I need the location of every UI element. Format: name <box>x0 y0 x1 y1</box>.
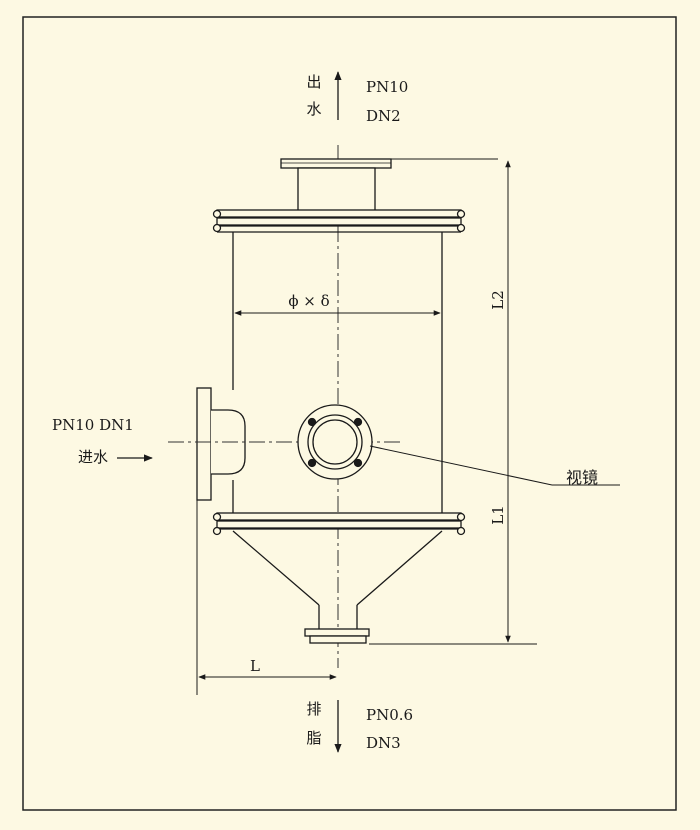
dimension-l1-label: L1 <box>489 505 507 525</box>
dimension-l-label: L <box>250 657 260 675</box>
inlet-spec: PN10 DN1 <box>52 416 134 434</box>
drain-label-bottom: 脂 <box>306 729 321 747</box>
drain-pressure: PN0.6 <box>366 706 413 724</box>
conical-bottom <box>232 530 443 629</box>
outlet-label-bottom: 水 <box>306 100 321 118</box>
dimension-l2-label: L2 <box>489 290 507 310</box>
sight-glass-leader <box>369 445 553 486</box>
top-body-flange <box>212 209 466 233</box>
sight-glass <box>297 404 373 480</box>
inlet-name: 进水 <box>78 448 108 466</box>
drain-flange <box>304 628 537 645</box>
bottom-body-flange <box>212 512 466 536</box>
top-outlet-flange <box>280 158 498 212</box>
sight-glass-label: 视镜 <box>566 468 598 487</box>
drain-label-top: 排 <box>306 700 321 718</box>
outlet-label-top: 出 <box>306 73 321 91</box>
outlet-diameter: DN2 <box>366 107 401 125</box>
drain-diameter: DN3 <box>366 734 401 752</box>
vessel-body <box>232 232 443 513</box>
diameter-dimension-label: ϕ × δ <box>288 292 329 310</box>
outlet-pressure: PN10 <box>366 78 408 96</box>
drawing-border <box>22 16 677 811</box>
